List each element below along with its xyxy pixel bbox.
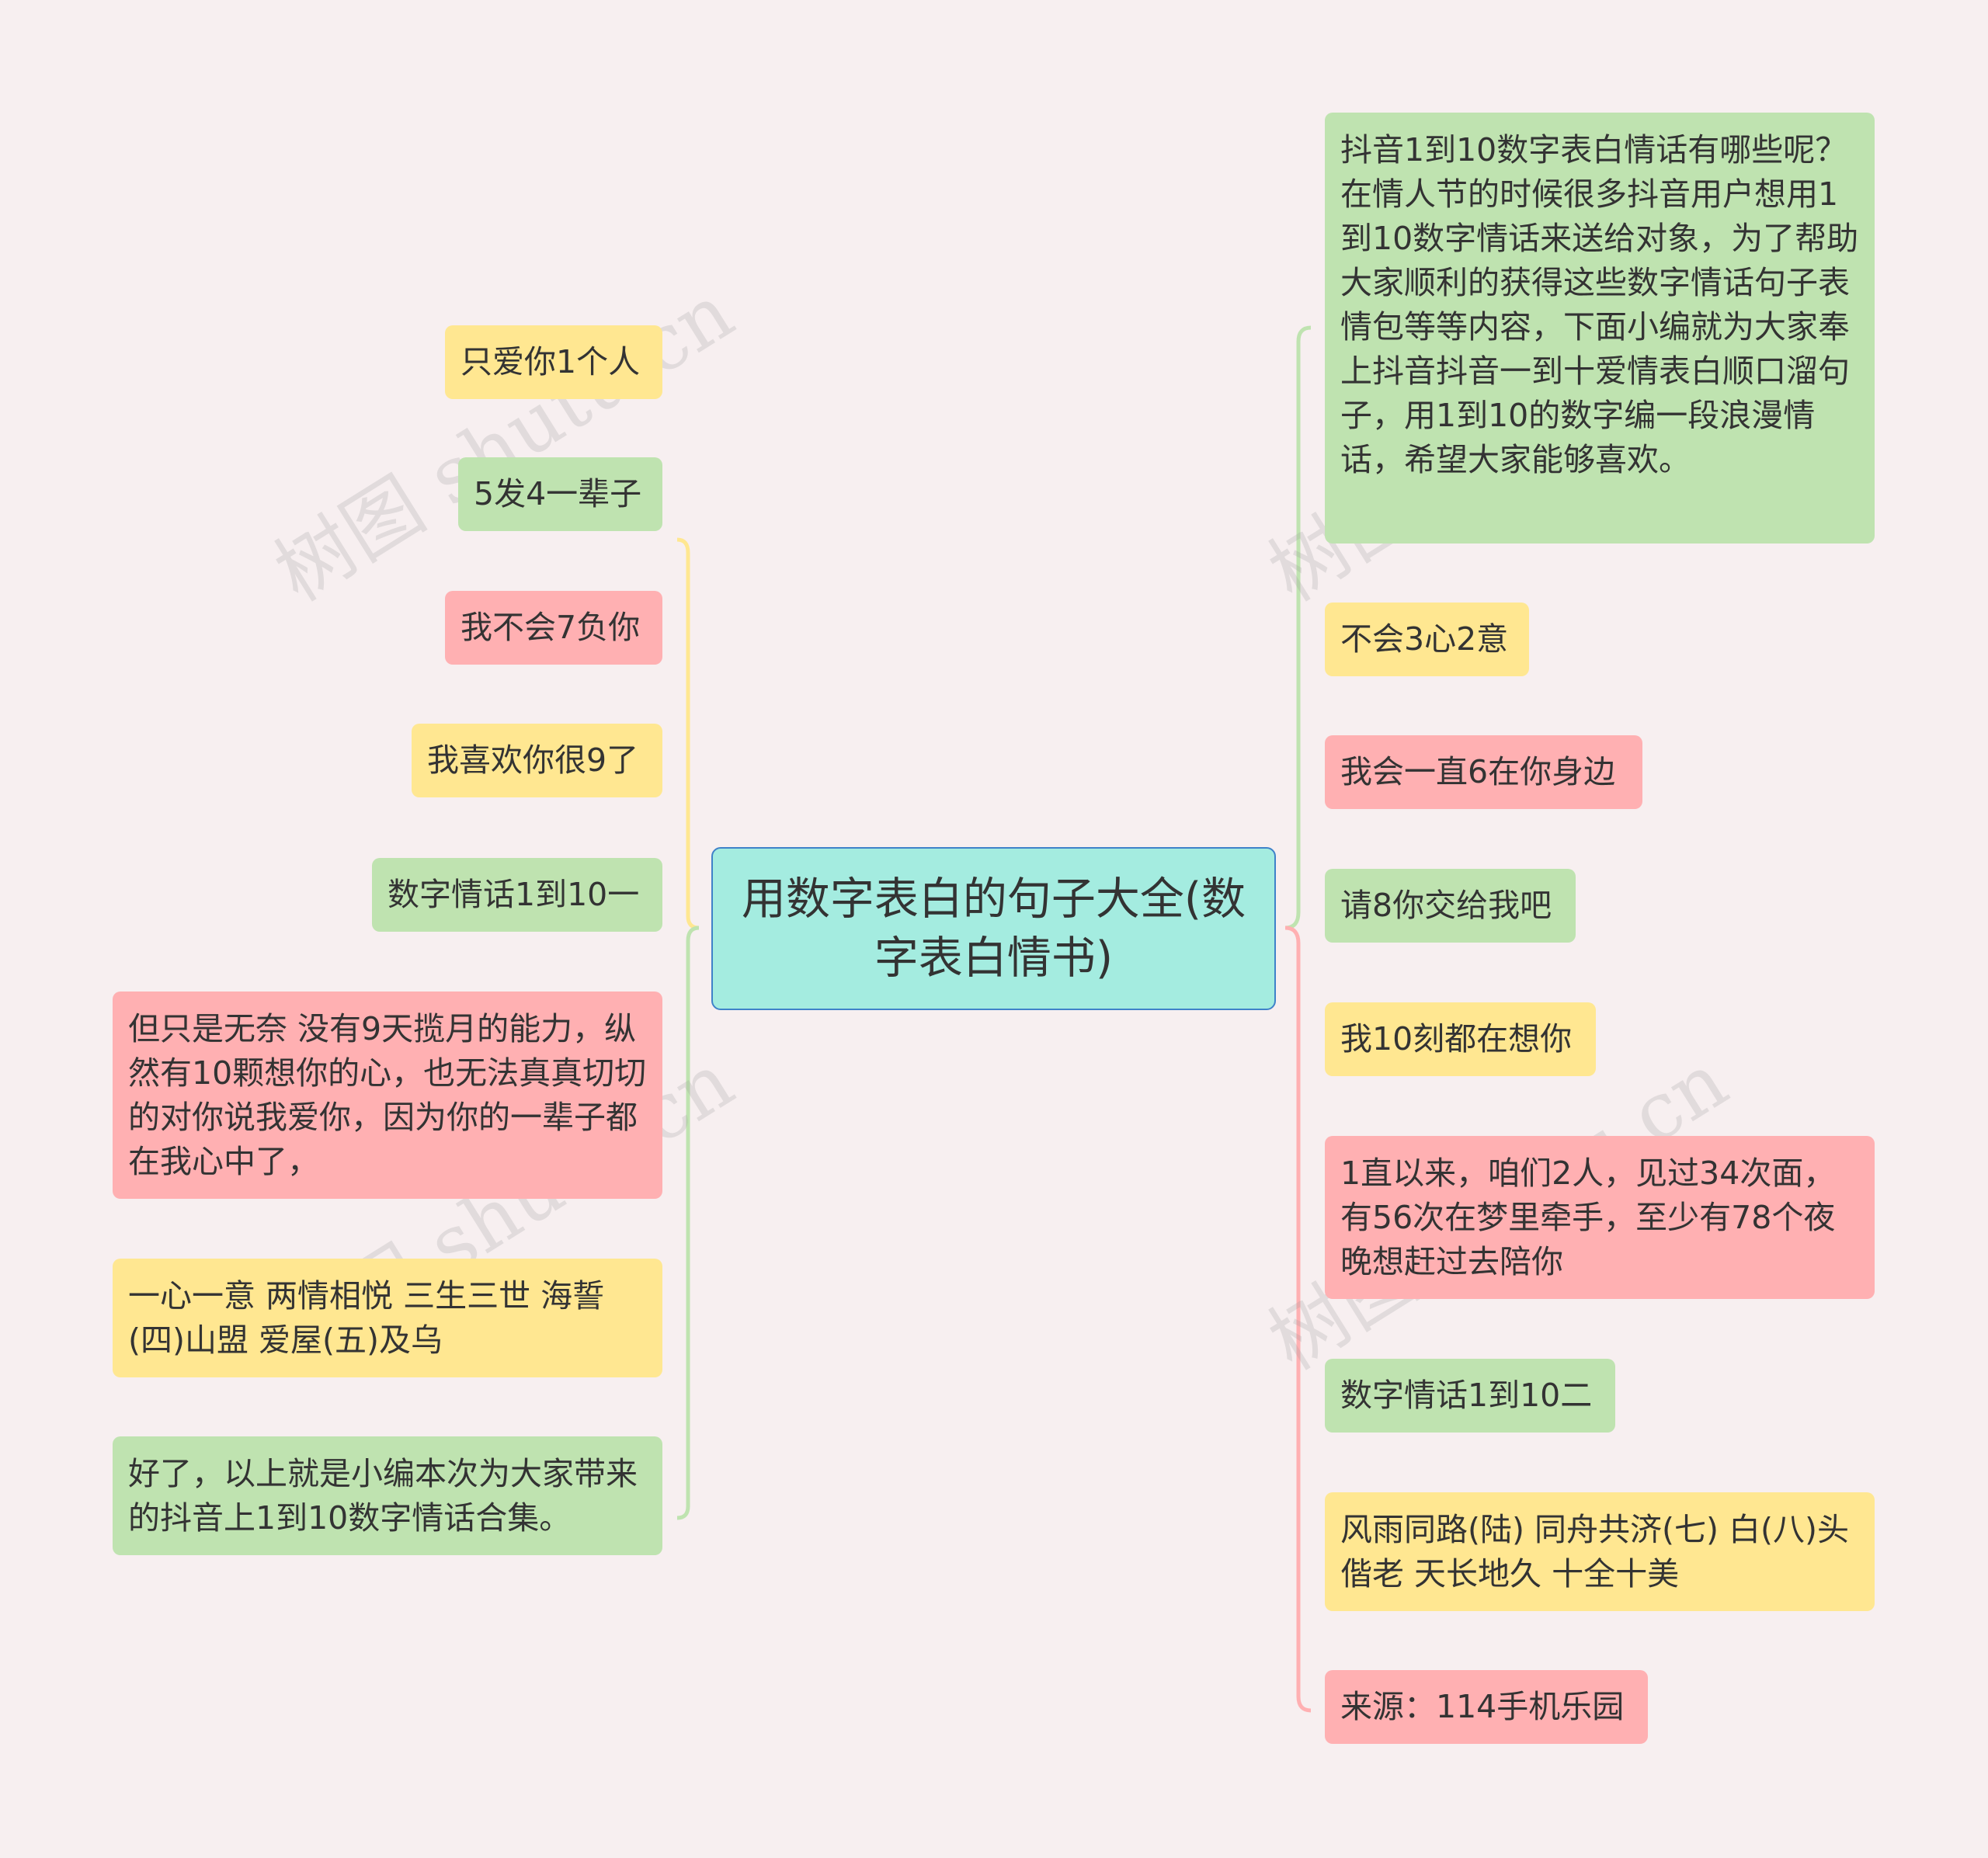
left-node-1[interactable]: 只爱你1个人	[445, 325, 662, 399]
left-node-8[interactable]: 好了，以上就是小编本次为大家带来的抖音上1到10数字情话合集。	[113, 1436, 662, 1555]
right-node-7[interactable]: 数字情话1到10二	[1325, 1359, 1615, 1433]
right-bracket-lower	[1284, 926, 1312, 1713]
right-bracket-upper	[1284, 325, 1312, 930]
right-node-8[interactable]: 风雨同路(陆) 同舟共济(七) 白(八)头偕老 天长地久 十全十美	[1325, 1492, 1875, 1611]
right-node-9[interactable]: 来源：114手机乐园	[1325, 1670, 1648, 1744]
left-node-4[interactable]: 我喜欢你很9了	[412, 724, 662, 797]
left-bracket-lower	[676, 926, 700, 1520]
right-node-1[interactable]: 抖音1到10数字表白情话有哪些呢？在情人节的时候很多抖音用户想用1到10数字情话…	[1325, 113, 1875, 544]
left-node-3[interactable]: 我不会7负你	[445, 591, 662, 665]
right-node-6[interactable]: 1直以来，咱们2人，见过34次面，有56次在梦里牵手，至少有78个夜晚想赶过去陪…	[1325, 1136, 1875, 1299]
left-node-6[interactable]: 但只是无奈 没有9天揽月的能力，纵然有10颗想你的心，也无法真真切切的对你说我爱…	[113, 992, 662, 1199]
left-node-2[interactable]: 5发4一辈子	[458, 457, 662, 531]
left-bracket-upper	[676, 537, 700, 930]
right-node-3[interactable]: 我会一直6在你身边	[1325, 735, 1642, 809]
right-node-2[interactable]: 不会3心2意	[1325, 603, 1529, 676]
right-node-5[interactable]: 我10刻都在想你	[1325, 1002, 1596, 1076]
central-topic[interactable]: 用数字表白的句子大全(数字表白情书)	[711, 847, 1276, 1010]
left-node-7[interactable]: 一心一意 两情相悦 三生三世 海誓(四)山盟 爱屋(五)及乌	[113, 1259, 662, 1377]
right-node-4[interactable]: 请8你交给我吧	[1325, 869, 1576, 943]
left-node-5[interactable]: 数字情话1到10一	[372, 858, 662, 932]
